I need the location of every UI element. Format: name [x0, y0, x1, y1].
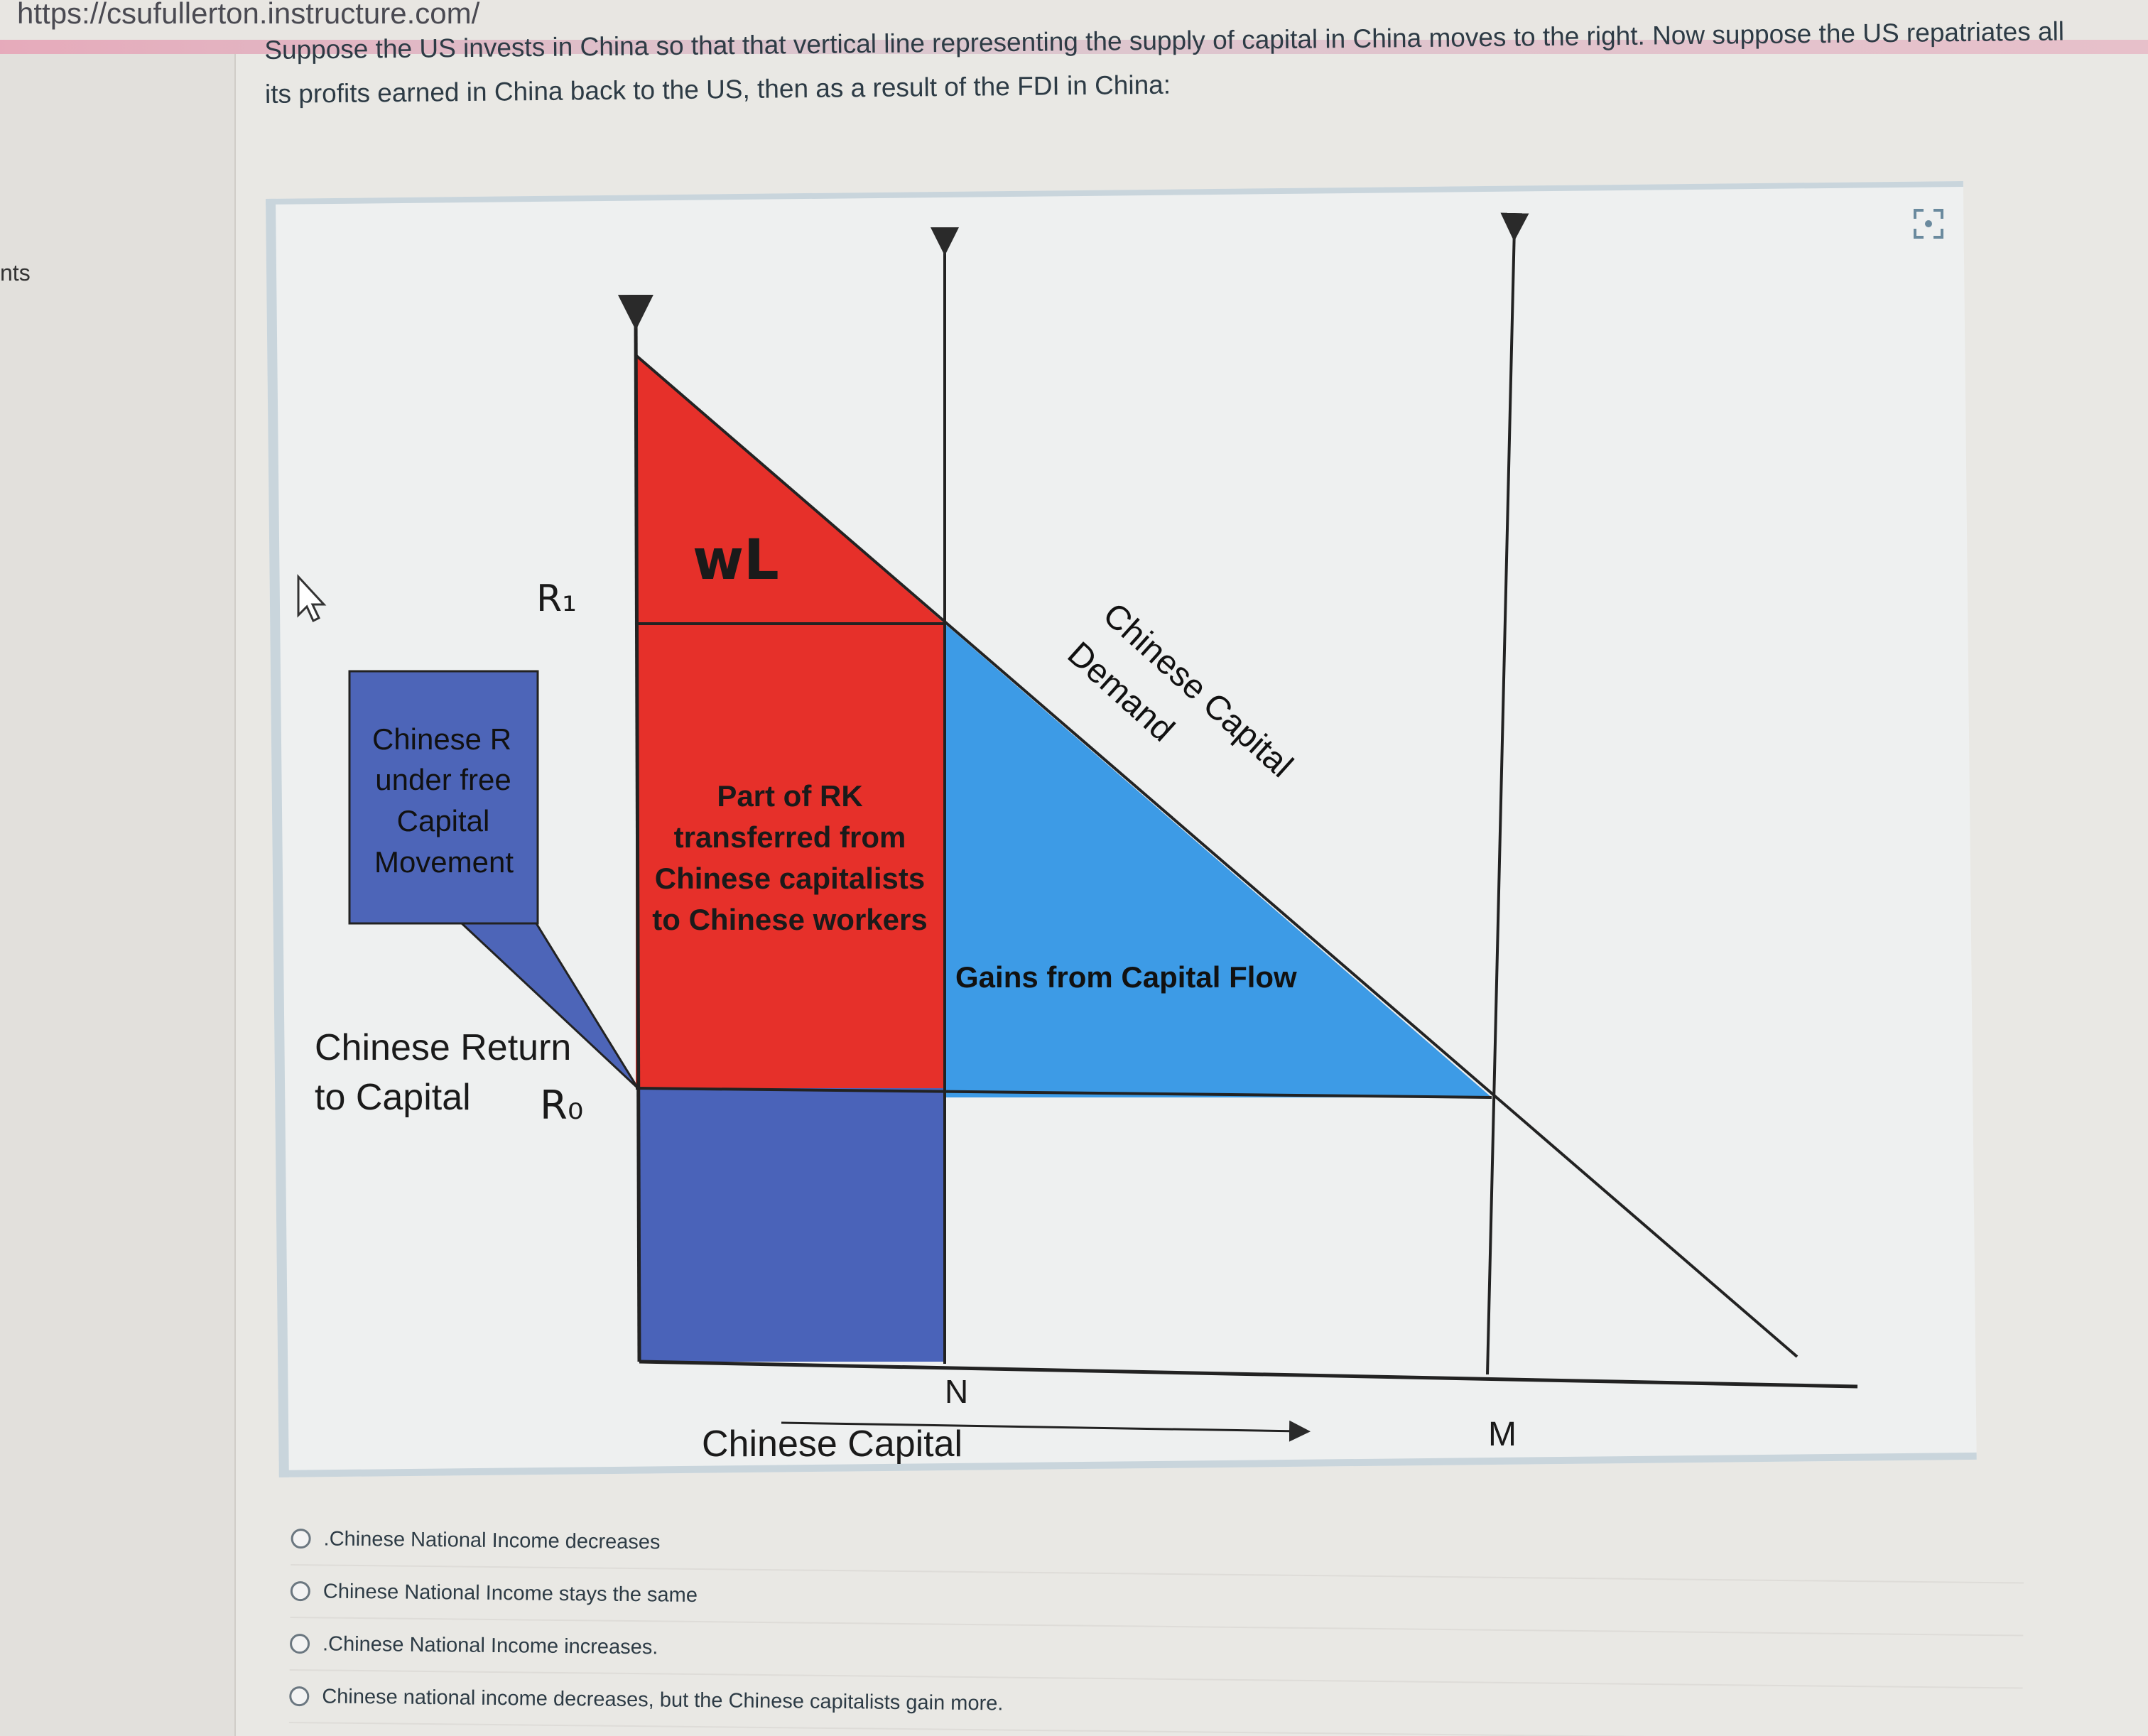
browser-tab-strip [0, 40, 2148, 54]
answer-list: .Chinese National Income decreases Chine… [288, 1513, 2024, 1736]
radio-button-icon[interactable] [289, 1686, 310, 1707]
radio-button-icon[interactable] [291, 1528, 311, 1549]
answer-label: Chinese national income decreases, but t… [322, 1684, 1004, 1715]
callout-line-3: Capital [397, 804, 490, 837]
r0-boundary-line [635, 1087, 1492, 1099]
chinese-capitalist-return-rectangle [639, 1088, 945, 1362]
m-supply-line [1486, 212, 1529, 1375]
answer-label: .Chinese National Income increases. [322, 1632, 658, 1659]
r1-label: R₁ [536, 577, 577, 620]
callout-line-2: under free [375, 763, 511, 796]
x-axis [639, 1360, 1858, 1389]
rk-label-line-3: Chinese capitalists [655, 862, 925, 895]
chinese-return-label-line-1: Chinese Return [315, 1027, 571, 1068]
expand-icon [1914, 209, 1943, 239]
points-label-fragment: nts [0, 260, 31, 286]
radio-button-icon[interactable] [289, 1633, 310, 1654]
rk-label-line-4: to Chinese workers [652, 903, 927, 936]
answer-label: Chinese National Income stays the same [322, 1579, 698, 1607]
chinese-capital-demand-curve [634, 354, 1799, 1358]
chinese-return-label-line-2: to Capital [315, 1077, 471, 1118]
n-label: N [945, 1373, 968, 1410]
radio-button-icon[interactable] [290, 1580, 310, 1602]
x-axis-label: Chinese Capital [702, 1423, 962, 1465]
mouse-pointer-icon [297, 574, 327, 623]
answer-label: .Chinese National Income decreases [323, 1526, 661, 1553]
left-y-axis [617, 294, 653, 1362]
x-axis-arrow [781, 1420, 1311, 1442]
m-label: M [1488, 1416, 1517, 1453]
gains-triangle [945, 624, 1492, 1097]
gains-label: Gains from Capital Flow [955, 960, 1297, 994]
course-sidebar: nts [0, 54, 236, 1736]
browser-url-bar[interactable]: https://csufullerton.instructure.com/ [0, 0, 639, 44]
rk-label-line-1: Part of RK [717, 779, 862, 813]
callout-box [348, 670, 539, 925]
url-text: https://csufullerton.instructure.com/ [17, 0, 480, 30]
callout-line-4: Movement [374, 845, 514, 879]
callout-line-1: Chinese R [372, 722, 511, 756]
wl-label: wL [693, 528, 779, 592]
r0-label: R₀ [540, 1083, 583, 1129]
rk-label-line-2: transferred from [674, 820, 906, 854]
expand-image-button[interactable] [1911, 206, 1946, 242]
rk-transfer-rectangle [636, 624, 945, 1088]
